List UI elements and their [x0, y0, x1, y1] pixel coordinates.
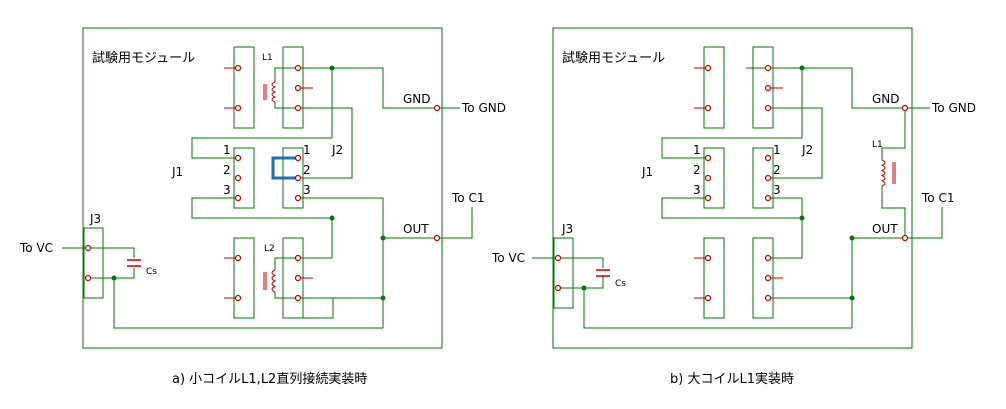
- pin2-left-a: 2: [223, 163, 231, 177]
- connector-j3-b: [553, 237, 574, 309]
- l2-label-a: L2: [264, 244, 275, 254]
- cs-label-a: Cs: [146, 267, 157, 277]
- pin1-right-a: 1: [303, 143, 311, 157]
- module-outline-a: [82, 27, 443, 349]
- module-outline-b: [552, 27, 913, 349]
- gnd-label-b: GND: [872, 92, 900, 106]
- capacitor-cs-a: [127, 259, 141, 267]
- pin3-right-b: 3: [773, 183, 781, 197]
- coil-l1-b: [880, 159, 886, 187]
- l1-label-a: L1: [262, 53, 273, 63]
- j1-label-a: J1: [171, 165, 183, 179]
- pin1-right-b: 1: [773, 143, 781, 157]
- to-c1-label-b: To C1: [921, 191, 954, 205]
- coil-l1-a: [271, 81, 277, 103]
- jumper-wire-a: [271, 156, 298, 180]
- connector-j1-a: [233, 147, 255, 209]
- to-vc-label-a: To VC: [19, 241, 53, 255]
- pin2-right-b: 2: [773, 163, 781, 177]
- l1-label-b: L1: [872, 140, 883, 150]
- to-gnd-label-b: To GND: [931, 101, 976, 115]
- diagram-a: 試験用モジュール: [19, 27, 506, 349]
- connector-bottom-left-a: [233, 237, 255, 319]
- connector-top-left-a: [233, 46, 255, 129]
- connector-top-left-b: [703, 46, 725, 129]
- gnd-label-a: GND: [403, 92, 431, 106]
- to-c1-label-a: To C1: [451, 191, 484, 205]
- pin2-left-b: 2: [693, 163, 701, 177]
- capacitor-cs-b: [596, 269, 610, 277]
- j2-label-a: J2: [331, 143, 343, 157]
- connector-j1-b: [703, 147, 725, 209]
- j1-label-b: J1: [641, 165, 653, 179]
- module-label-a: 試験用モジュール: [92, 50, 195, 66]
- caption-a: a) 小コイルL1,L2直列接続実装時: [172, 372, 368, 387]
- pin3-left-a: 3: [223, 183, 231, 197]
- caption-b: b) 大コイルL1実装時: [670, 372, 794, 387]
- diagram-b: 試験用モジュール: [491, 27, 976, 349]
- connector-bottom-left-b: [703, 237, 725, 319]
- connector-j3-a: [83, 227, 104, 299]
- pin3-right-a: 3: [303, 183, 311, 197]
- to-gnd-label-a: To GND: [461, 101, 506, 115]
- cs-label-b: Cs: [615, 279, 626, 289]
- j2-label-b: J2: [801, 143, 813, 157]
- j3-label-a: J3: [89, 212, 101, 226]
- out-label-b: OUT: [872, 222, 898, 236]
- pin3-left-b: 3: [693, 183, 701, 197]
- j3-label-b: J3: [561, 222, 573, 236]
- out-label-a: OUT: [403, 222, 429, 236]
- pin1-left-b: 1: [693, 143, 701, 157]
- pin2-right-a: 2: [303, 163, 311, 177]
- module-label-b: 試験用モジュール: [562, 50, 665, 66]
- coil-l2-a: [271, 269, 277, 293]
- to-vc-label-b: To VC: [491, 251, 525, 265]
- pin1-left-a: 1: [223, 143, 231, 157]
